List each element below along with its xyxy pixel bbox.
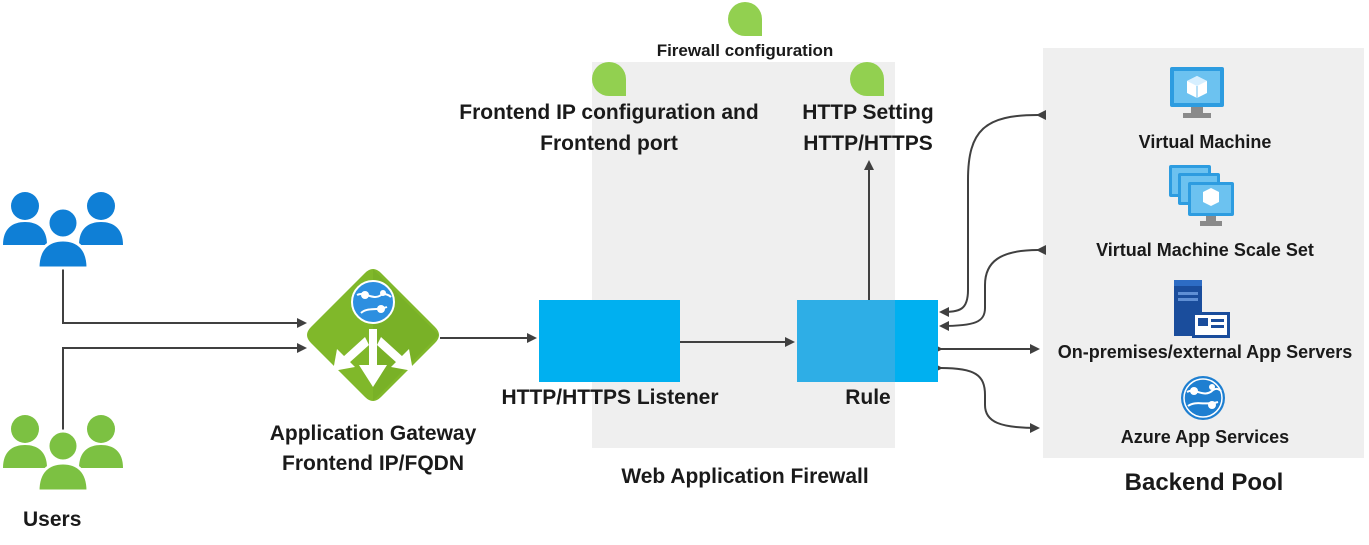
gateway-label-line1: Application Gateway [269,422,477,445]
rule-label: Rule [845,386,891,409]
users-group-icon-blue [3,192,123,270]
virtual-machine-icon [1170,67,1224,118]
users-bottom-arrow [62,343,307,440]
rule-vmss-arrow [939,244,1047,331]
firewall-config-callout-icon [728,2,762,36]
http-setting-callout-icon [850,62,884,96]
listener-box[interactable] [539,300,680,382]
waf-region [592,62,895,448]
app-services-icon [1181,376,1225,420]
rule-box-edge [895,300,938,382]
backend-pool-label: Backend Pool [1124,469,1284,496]
waf-label: Web Application Firewall [621,465,869,488]
http-setting-label-line2: HTTP/HTTPS [803,132,933,155]
frontend-config-label-line2: Frontend port [540,132,678,155]
listener-label: HTTP/HTTPS Listener [501,386,719,409]
http-setting-label-line1: HTTP Setting [802,101,934,124]
application-gateway-icon[interactable] [303,265,443,405]
firewall-config-label: Firewall configuration [656,41,834,60]
gateway-label-line2: Frontend IP/FQDN [282,452,464,475]
rule-vm-arrow [939,109,1047,317]
frontend-config-callout-icon [592,62,626,96]
backend-item-label-onprem: On-premises/external App Servers [1057,342,1353,362]
backend-item-label-vmss: Virtual Machine Scale Set [1096,240,1314,260]
backend-item-label-appservices: Azure App Services [1120,427,1290,447]
users-label: Users [23,508,82,531]
rule-appservice-arrow [932,362,1040,433]
vm-scale-set-icon [1169,165,1234,226]
frontend-config-label-line1: Frontend IP configuration and [459,101,759,124]
backend-item-label-vm: Virtual Machine [1138,132,1272,152]
users-group-icon-green [3,415,123,493]
server-icon [1174,280,1230,338]
users-top-arrow [62,268,307,328]
